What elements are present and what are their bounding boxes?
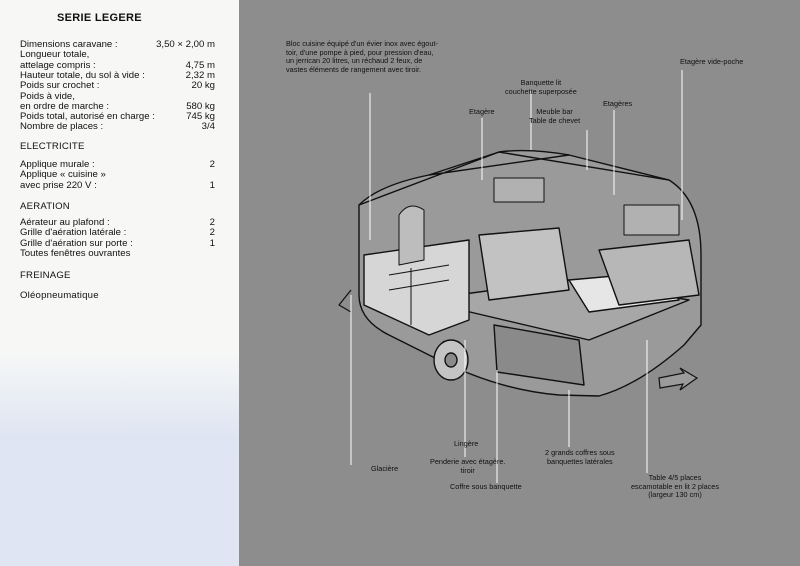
direction-arrow-icon [658, 367, 699, 391]
callout-lingere: Lingère [454, 439, 479, 448]
spec-label: Longueur totale, [20, 49, 90, 61]
spec-label: Grille d'aération latérale : [20, 227, 127, 239]
spec-value: 2,32 m [185, 69, 215, 81]
spec-value: 2 [209, 227, 215, 239]
spec-row: Poids à vide, [20, 90, 215, 102]
callout-meuble-bar: Meuble bar Table de chevet [529, 107, 581, 125]
spec-label: Poids sur crochet : [20, 80, 100, 92]
callout-coffre-banquette: Coffre sous banquette [450, 482, 522, 491]
freinage-title: FREINAGE [20, 270, 71, 281]
spec-label: en ordre de marche : [20, 100, 110, 112]
spec-label: attelage compris : [20, 59, 96, 71]
series-title: SERIE LEGERE [57, 12, 142, 24]
spec-row: en ordre de marche : 580 kg [20, 100, 215, 112]
callout-etagere-vide-poche: Etagère vide-poche [680, 57, 744, 66]
callout-grands-coffres: 2 grands coffres sous banquettes latéral… [545, 448, 615, 466]
spec-label: Applique « cuisine » [20, 169, 106, 181]
spec-label: Nombre de places : [20, 121, 104, 133]
spec-value: 1 [209, 237, 215, 249]
spec-row: Toutes fenêtres ouvrantes [20, 247, 215, 259]
spec-value: 2 [209, 159, 215, 170]
spec-label: Poids à vide, [20, 90, 75, 102]
callout-etagere: Etagère [469, 107, 495, 116]
callout-banquette-lit: Banquette lit couchette superposée [505, 78, 577, 96]
specifications-panel [0, 0, 239, 566]
spec-value: 3,50 × 2,00 m [156, 39, 215, 50]
spec-label: Toutes fenêtres ouvrantes [20, 247, 131, 259]
spec-label: Dimensions caravane : [20, 39, 118, 50]
spec-row: Poids sur crochet : 20 kg [20, 81, 215, 91]
aeration-title: AERATION [20, 201, 70, 212]
spec-label: Aérateur au plafond : [20, 217, 110, 228]
spec-row: Hauteur totale, du sol à vide : 2,32 m [20, 69, 215, 81]
spec-row: attelage compris : 4,75 m [20, 59, 215, 71]
spec-row: Poids total, autorisé en charge : 745 kg [20, 112, 215, 122]
spec-value: 4,75 m [185, 59, 215, 71]
spec-row: avec prise 220 V : 1 [20, 179, 215, 191]
spec-value: 2 [209, 217, 215, 228]
spec-row: Nombre de places : 3/4 [20, 122, 215, 132]
spec-label: Grille d'aération sur porte : [20, 237, 133, 249]
spec-label: Applique murale : [20, 159, 95, 170]
spec-row: Applique murale : 2 [20, 160, 215, 170]
callout-etageres: Etagères [603, 99, 633, 108]
spec-value: 20 kg [191, 80, 215, 92]
spec-label: Hauteur totale, du sol à vide : [20, 69, 145, 81]
electricite-title: ELECTRICITE [20, 141, 85, 152]
caravan-cutaway-illustration [338, 70, 702, 483]
freinage-value: Oléopneumatique [20, 290, 99, 301]
spec-label: Poids total, autorisé en charge : [20, 111, 155, 123]
spec-value: 1 [209, 179, 215, 191]
callout-penderie: Penderie avec étagère. tiroir [430, 457, 506, 475]
spec-row: Grille d'aération latérale : 2 [20, 228, 215, 238]
spec-row: Aérateur au plafond : 2 [20, 218, 215, 228]
spec-value: 745 kg [186, 111, 215, 123]
callout-bloc-cuisine: Bloc cuisine équipé d'un évier inox avec… [286, 39, 438, 74]
spec-value: 3/4 [201, 121, 215, 133]
spec-row: Grille d'aération sur porte : 1 [20, 237, 215, 249]
callout-glaciere: Glacière [371, 464, 399, 473]
spec-row: Applique « cuisine » [20, 170, 215, 180]
page-tint [0, 350, 239, 566]
spec-label: avec prise 220 V : [20, 179, 97, 191]
callout-table: Table 4/5 places escamotable en lit 2 pl… [631, 473, 720, 500]
spec-row: Longueur totale, [20, 50, 215, 60]
spec-value: 580 kg [186, 100, 215, 112]
spec-row: Dimensions caravane : 3,50 × 2,00 m [20, 40, 215, 50]
